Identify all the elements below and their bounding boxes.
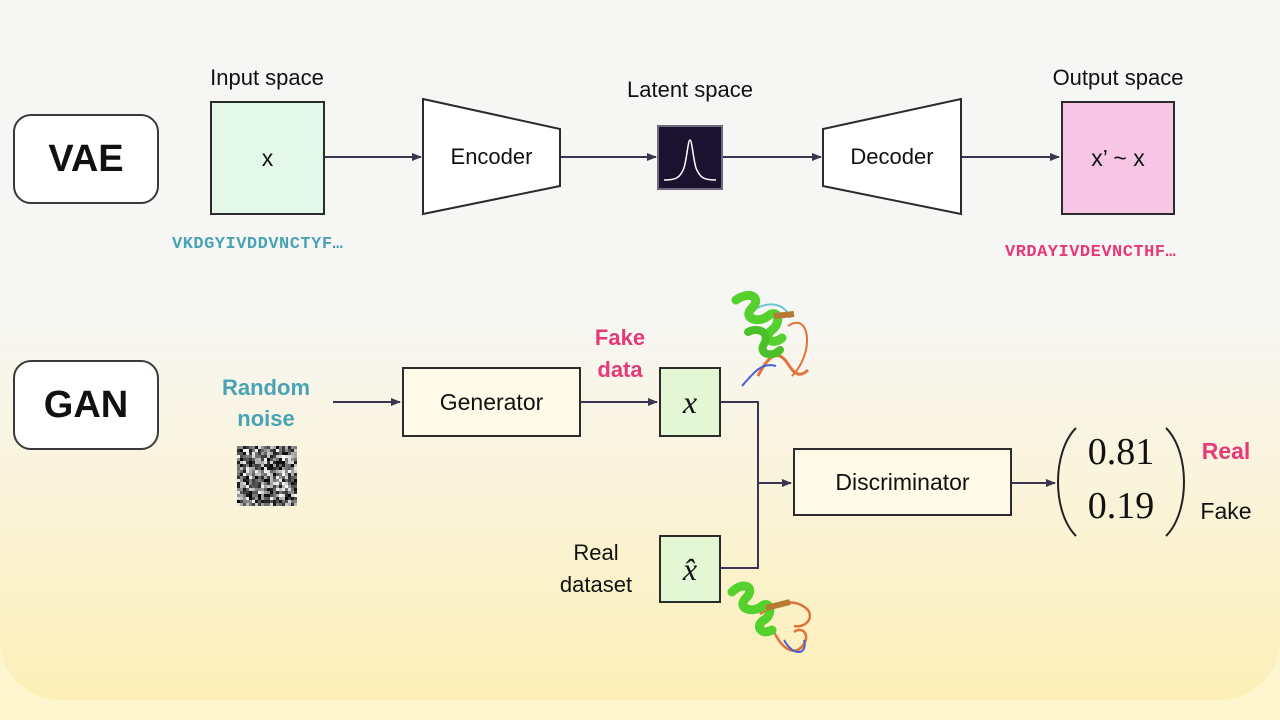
fake-data-label-line-1: Fake <box>594 325 646 350</box>
input-value: x <box>261 144 274 171</box>
real-sample-symbol: x̂ <box>682 550 698 587</box>
real-protein-structure-image <box>727 581 811 653</box>
real-dataset-label-line-1: Real <box>573 540 619 565</box>
discriminator-box: Discriminator <box>793 448 1012 516</box>
fake-data-label: Fake data <box>580 322 660 386</box>
output-sequence: VRDAYIVDEVNCTHF… <box>1005 243 1177 262</box>
decoder-shape <box>822 97 962 216</box>
vae-badge: VAE <box>13 114 159 204</box>
random-noise-label: Random noise <box>206 372 326 434</box>
fake-sample-symbol: x <box>682 383 698 420</box>
random-noise-image <box>237 446 297 506</box>
gan-badge: GAN <box>13 360 159 450</box>
real-output-label: Real <box>1201 438 1251 464</box>
fake-output-label: Fake <box>1200 498 1252 524</box>
probability-real: 0.81 <box>1087 431 1155 473</box>
input-sequence: VKDGYIVDDVNCTYF… <box>172 235 344 254</box>
input-space-box: x <box>210 101 325 215</box>
input-space-label: Input space <box>210 65 324 90</box>
generator-label: Generator <box>439 388 544 415</box>
latent-space-box <box>657 125 723 190</box>
output-space-label: Output space <box>1052 65 1184 90</box>
output-space-box: x’ ~ x <box>1061 101 1175 215</box>
discriminator-label: Discriminator <box>835 468 970 495</box>
latent-space-label: Latent space <box>627 77 753 102</box>
real-dataset-label-line-2: dataset <box>559 572 633 597</box>
fake-data-label-line-2: data <box>597 357 643 382</box>
right-paren <box>1165 427 1185 537</box>
real-dataset-label: Real dataset <box>540 537 652 601</box>
decoder-label: Decoder <box>850 144 934 169</box>
encoder-shape <box>422 97 561 216</box>
generator-box: Generator <box>402 367 581 437</box>
real-sample-box: x̂ <box>659 535 721 603</box>
line-fake-to-merge <box>721 401 759 569</box>
probability-fake: 0.19 <box>1087 485 1155 527</box>
output-value: x’ ~ x <box>1091 144 1145 171</box>
random-noise-label-line-1: Random <box>222 375 310 400</box>
fake-protein-structure-image <box>731 291 810 387</box>
gaussian-curve <box>663 139 717 181</box>
encoder-label: Encoder <box>450 144 533 169</box>
left-paren <box>1057 427 1077 537</box>
random-noise-label-line-2: noise <box>237 406 295 431</box>
fake-sample-box: x <box>659 367 721 437</box>
